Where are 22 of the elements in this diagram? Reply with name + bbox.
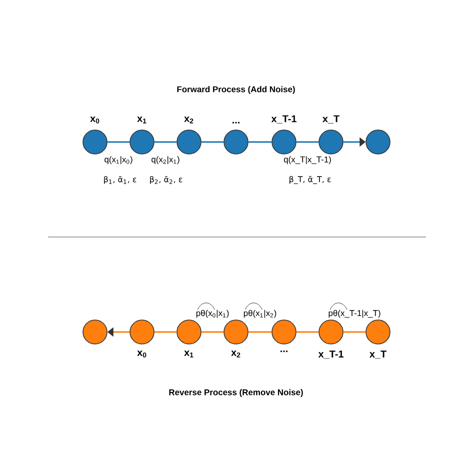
empty-circle [366,130,390,154]
empty-circle [82,320,108,344]
section-title: Reverse Process (Remove Noise) [169,389,303,397]
edge-label: pθ(x$_{0}$|x$_{1}$) [196,310,229,318]
node-label: x$_{0}$ [137,350,146,358]
edge-label: q(x$_{2}$|x$_{1}$) [152,156,180,164]
node-label: ... [280,350,288,352]
node-label: x$_{1}$ [137,116,146,124]
node-label: x_T-1 [318,350,344,359]
node-label: x_T [369,350,386,359]
node-label: ... [232,122,240,124]
section-title: Forward Process (Add Noise) [177,86,295,94]
node-label: x_T [322,115,340,124]
edge-label: q(x_T|x_T-1) [284,156,331,164]
edge-label: q(x$_{1}$|x$_{0}$) [104,156,132,164]
edge-label: pθ(x$_{1}$|x$_{2}$) [244,310,276,318]
node-label: x$_{1}$ [184,350,194,358]
node-label: x$_{2}$ [231,350,240,358]
edge-label: pθ(x_T-1|x_T) [328,310,380,318]
node-label: x_T-1 [271,115,296,124]
node-label: x$_{0}$ [90,116,100,124]
node-label: x$_{2}$ [184,116,194,124]
